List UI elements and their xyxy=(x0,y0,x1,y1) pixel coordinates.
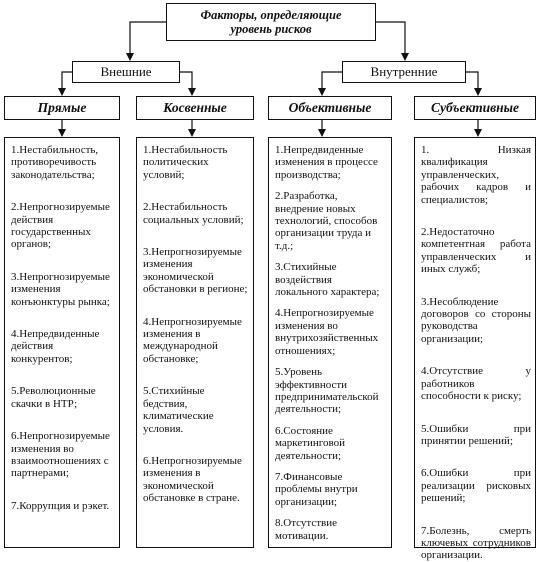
list-item: 7.Коррупция и рэкет. xyxy=(11,499,110,512)
list-item: 1.Нестабильность политических условий; xyxy=(143,144,228,181)
root-title-line1: Факторы, определяющие xyxy=(200,8,342,22)
group-external-box: Внешние xyxy=(72,61,180,83)
list-item: 5.Стихийные бедствия, климатические усло… xyxy=(143,385,214,435)
list-item: 4.Непрогнозируемые изменения во внутрихо… xyxy=(275,307,379,357)
objective-factors-list: 1.Непредвиденные изменения в процессе пр… xyxy=(268,137,392,548)
list-item: 1.Нестабильность, противоречивость закон… xyxy=(11,144,99,181)
category-objective-box: Объективные xyxy=(268,96,392,120)
arrow-external-to-indirect xyxy=(180,71,196,96)
list-item: 6.Состояние маркетинговой деятельности; xyxy=(275,424,346,462)
list-item: 5.Ошибки при принятии решений; xyxy=(421,422,531,447)
list-item: 8.Отсутствие мотивации. xyxy=(275,517,337,542)
list-item: 6.Непрогнозируемые изменения во взаимоот… xyxy=(11,430,110,480)
list-item: 3.Несоблюдение договоров со стороны руко… xyxy=(421,295,531,345)
list-item: 5.Уровень эффективности предпринимательс… xyxy=(275,366,379,416)
list-item: 3.Стихийные воздействия локального харак… xyxy=(275,261,380,299)
arrow-internal-to-subjective xyxy=(466,71,482,96)
category-objective-label: Объективные xyxy=(288,100,372,115)
root-title-line2: уровень рисков xyxy=(230,22,312,36)
list-item: 3.Непрогнозируемые изменения экономическ… xyxy=(143,246,248,296)
group-internal-box: Внутренние xyxy=(342,61,466,83)
list-item: 7.Финансовые проблемы внутри организации… xyxy=(275,470,358,508)
list-item: 2.Непрогнозируемые действия государствен… xyxy=(11,201,110,251)
group-external-label: Внешние xyxy=(100,64,152,79)
list-item: 5.Революционные скачки в НТР; xyxy=(11,385,96,410)
list-item: 1. Низкая квалификация управленческих, р… xyxy=(421,144,531,206)
category-indirect-box: Косвенные xyxy=(136,96,254,120)
indirect-factors-list: 1.Нестабильность политических условий; 2… xyxy=(136,137,254,548)
subjective-factors-list: 1. Низкая квалификация управленческих, р… xyxy=(414,137,536,561)
list-item: 6.Непрогнозируемые изменения в экономиче… xyxy=(143,454,242,505)
list-item: 7.Болезнь, смерть ключевых сотрудников о… xyxy=(421,524,531,562)
arrow-external-to-direct xyxy=(58,71,72,96)
root-box: Факторы, определяющие уровень рисков xyxy=(166,3,376,41)
list-item: 3.Непрогнозируемые изменения конъюнктуры… xyxy=(11,270,110,308)
list-item: 2.Разработка, внедрение новых технологий… xyxy=(275,190,378,252)
arrow-internal-to-objective xyxy=(318,71,342,96)
category-direct-box: Прямые xyxy=(4,96,120,120)
list-item: 1.Непредвиденные изменения в процессе пр… xyxy=(275,144,378,181)
direct-factors-list: 1.Нестабильность, противоречивость закон… xyxy=(4,137,120,548)
list-item: 4.Непрогнозируемые изменения в междунаро… xyxy=(143,315,242,365)
list-item: 4.Непредвиденные действия конкурентов; xyxy=(11,328,100,365)
category-indirect-label: Косвенные xyxy=(163,100,227,115)
list-item: 4.Отсутствие у работников способности к … xyxy=(421,365,531,403)
category-direct-label: Прямые xyxy=(37,100,87,115)
list-item: 2.Нестабильность социальных условий; xyxy=(143,201,244,226)
arrow-root-to-external xyxy=(126,21,166,61)
group-internal-label: Внутренние xyxy=(370,64,438,79)
list-item: 2.Недостаточно компетентная работа управ… xyxy=(421,226,531,276)
list-item: 6.Ошибки при реализации рисковых решений… xyxy=(421,467,531,505)
category-subjective-label: Субъективные xyxy=(430,100,520,115)
category-subjective-box: Субъективные xyxy=(414,96,536,120)
arrow-root-to-internal xyxy=(376,21,409,61)
